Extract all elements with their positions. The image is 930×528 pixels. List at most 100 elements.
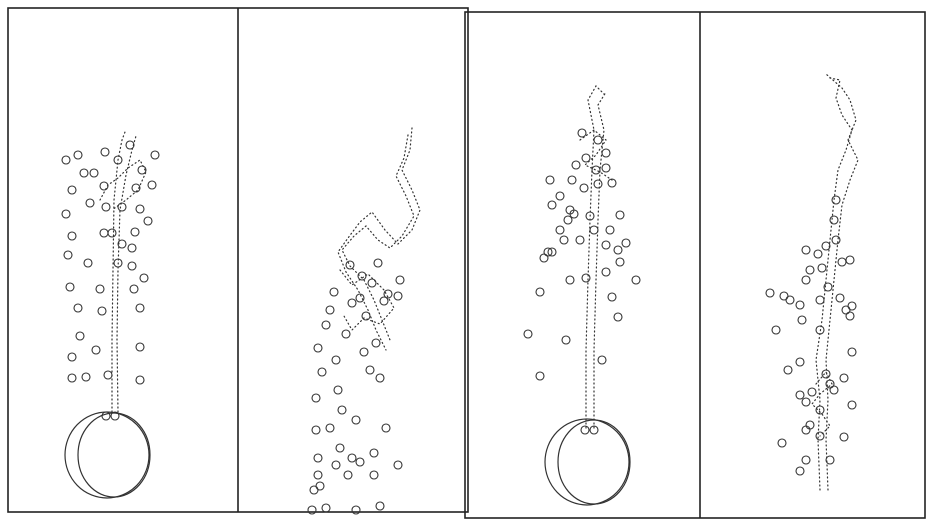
panel-c <box>524 86 640 505</box>
bubble <box>80 169 88 177</box>
panel-a <box>62 132 159 498</box>
bubble <box>608 293 616 301</box>
bubble <box>616 211 624 219</box>
bubble <box>118 203 126 211</box>
bubble <box>98 307 106 315</box>
bubble <box>802 246 810 254</box>
bubble <box>96 285 104 293</box>
bubble <box>102 203 110 211</box>
bubble <box>568 176 576 184</box>
bubble <box>592 166 600 174</box>
bubble <box>606 226 614 234</box>
bubble <box>832 196 840 204</box>
bubble <box>100 229 108 237</box>
bubble <box>784 366 792 374</box>
bubble <box>848 401 856 409</box>
bubble <box>338 406 346 414</box>
bubble <box>360 348 368 356</box>
bubble <box>632 276 640 284</box>
bubble <box>68 374 76 382</box>
bubble <box>376 502 384 510</box>
bubble <box>802 426 810 434</box>
bubble <box>64 251 72 259</box>
bubble <box>310 486 318 494</box>
bubble <box>796 358 804 366</box>
bubble <box>312 426 320 434</box>
bubble <box>92 346 100 354</box>
bubble <box>362 312 370 320</box>
bubble <box>786 296 794 304</box>
bubble <box>101 148 109 156</box>
particle-trail <box>826 74 858 490</box>
bubble <box>594 180 602 188</box>
particle-trail <box>117 136 136 412</box>
bubble <box>326 424 334 432</box>
bubble <box>832 236 840 244</box>
bubble <box>826 380 834 388</box>
bubble <box>82 373 90 381</box>
bubble <box>322 321 330 329</box>
bubble <box>616 258 624 266</box>
particle-trail <box>342 135 414 340</box>
particle-trail <box>340 270 394 330</box>
bubble <box>66 283 74 291</box>
bubble <box>581 426 589 434</box>
bubble <box>326 306 334 314</box>
bubble <box>108 229 116 237</box>
bubble <box>148 181 156 189</box>
bubble <box>560 236 568 244</box>
bubble <box>372 339 380 347</box>
bubble <box>374 259 382 267</box>
bubble <box>368 279 376 287</box>
bubble <box>68 186 76 194</box>
bubble <box>602 268 610 276</box>
bubble <box>830 216 838 224</box>
bubble <box>131 228 139 236</box>
bubble <box>846 312 854 320</box>
injector-ring-inner <box>558 420 630 504</box>
bubble <box>536 372 544 380</box>
bubble <box>546 176 554 184</box>
bubble <box>814 250 822 258</box>
bubble <box>818 264 826 272</box>
bubble <box>126 141 134 149</box>
bubble <box>564 216 572 224</box>
particle-trail <box>338 128 420 350</box>
bubble <box>806 421 814 429</box>
particle-trail <box>816 78 852 490</box>
bubble <box>566 276 574 284</box>
bubble <box>62 210 70 218</box>
bubble <box>846 256 854 264</box>
bubble <box>382 424 390 432</box>
bubble <box>580 184 588 192</box>
bubble <box>76 332 84 340</box>
bubble <box>348 454 356 462</box>
bubble <box>822 370 830 378</box>
bubble <box>840 433 848 441</box>
bubble <box>376 374 384 382</box>
bubble <box>380 297 388 305</box>
bubble <box>848 302 856 310</box>
right-frame <box>465 12 925 518</box>
particle-trail <box>812 372 832 436</box>
bubble <box>796 391 804 399</box>
bubble <box>840 374 848 382</box>
bubble <box>576 236 584 244</box>
bubble <box>842 306 850 314</box>
bubble <box>136 343 144 351</box>
bubble <box>136 304 144 312</box>
panel-b <box>308 128 420 514</box>
bubble <box>314 471 322 479</box>
bubble <box>614 313 622 321</box>
bubble <box>100 182 108 190</box>
bubble <box>396 276 404 284</box>
bubble <box>68 232 76 240</box>
bubble <box>796 301 804 309</box>
bubble <box>84 259 92 267</box>
bubble <box>802 276 810 284</box>
bubble <box>312 394 320 402</box>
bubble <box>334 386 342 394</box>
bubble <box>68 353 76 361</box>
bubble <box>836 294 844 302</box>
bubble <box>556 192 564 200</box>
